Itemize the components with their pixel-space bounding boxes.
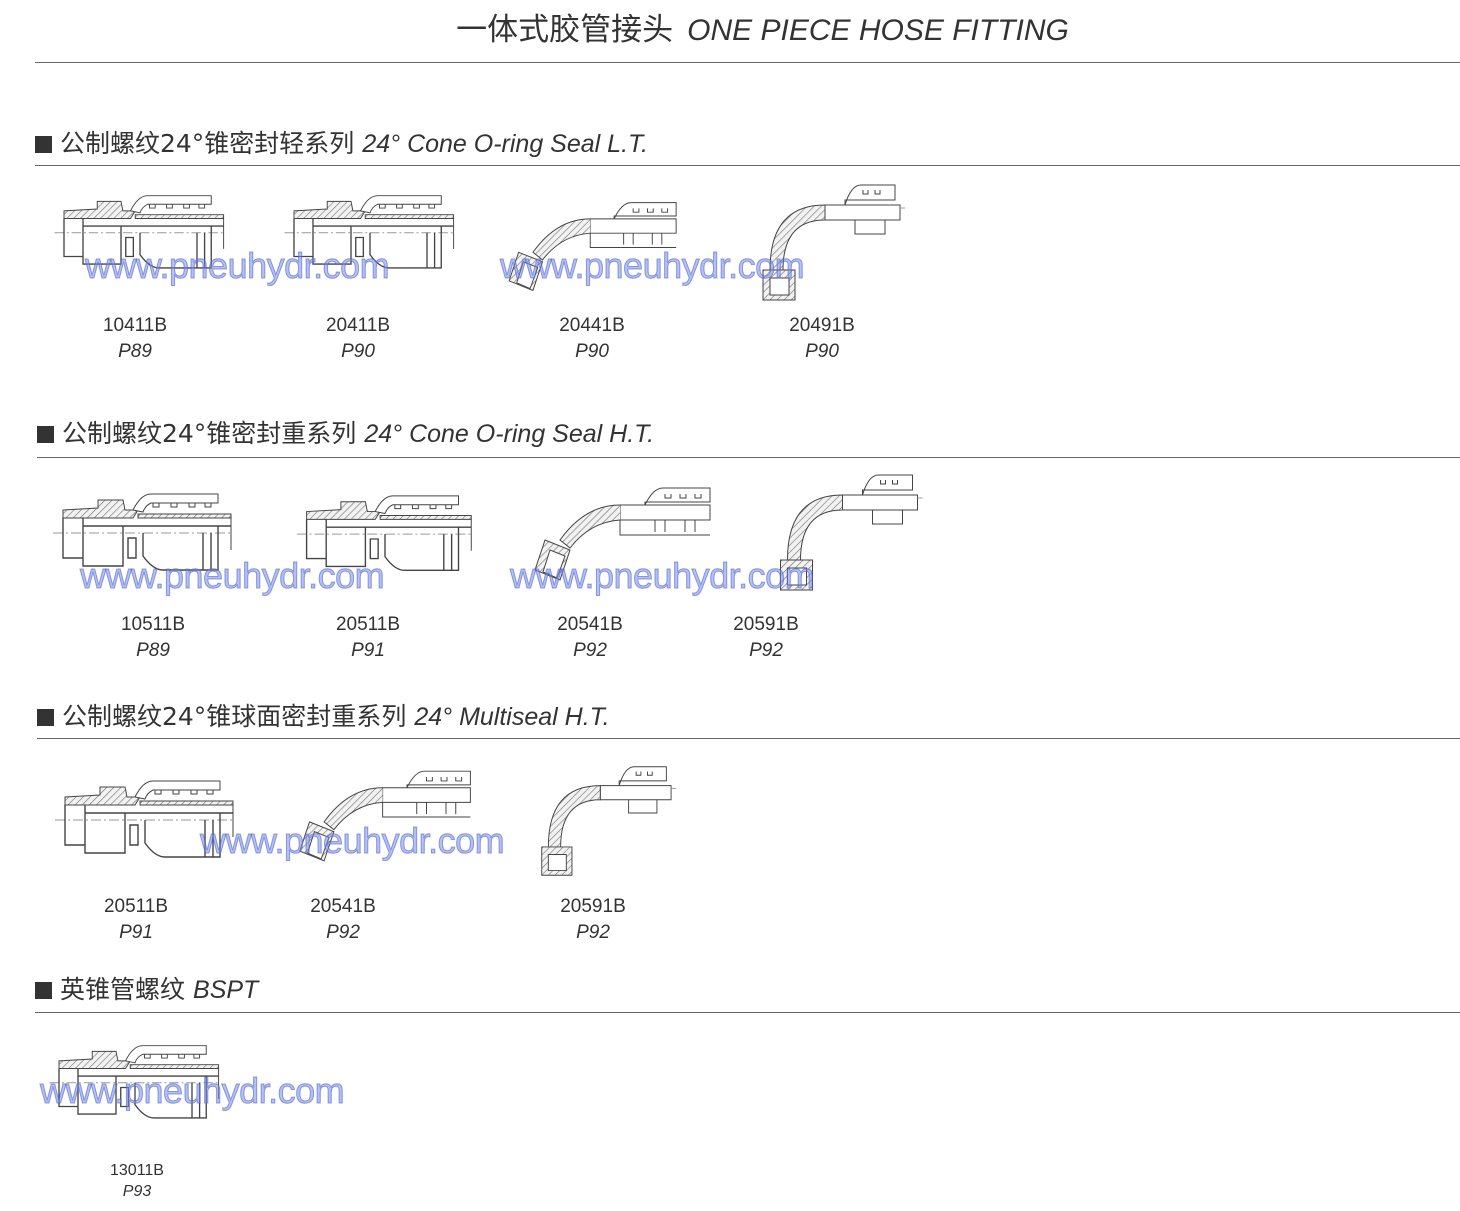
watermark: www.pneuhydr.com (84, 245, 390, 287)
page-ref: P90 (341, 341, 375, 362)
page-ref: P90 (805, 341, 839, 362)
product-code: 20411B (325, 315, 391, 336)
section-cn: 公制螺纹24°锥密封重系列 (62, 419, 357, 448)
watermark: www.pneuhydr.com (199, 820, 505, 862)
product-code: 10511B (120, 614, 186, 635)
product-code: 20511B (103, 896, 169, 917)
product-code: 20491B (789, 315, 855, 336)
page-ref: P92 (749, 640, 783, 661)
product-code: 20511B (335, 614, 401, 635)
page-ref: P91 (351, 640, 385, 661)
product-code: 20541B (310, 896, 376, 917)
section-cn: 英锥管螺纹 (60, 975, 186, 1004)
page-ref: P90 (575, 341, 609, 362)
section-divider (37, 457, 1460, 458)
page-ref: P91 (119, 922, 153, 943)
product-code: 20541B (557, 614, 623, 635)
product-label: 20511B P91 (56, 896, 216, 944)
section-en: 24° Multiseal H.T. (414, 703, 610, 731)
page-ref: P93 (122, 1183, 152, 1200)
section-divider (35, 1012, 1460, 1013)
product-code: 13011B (110, 1162, 164, 1179)
section-divider (35, 165, 1460, 166)
product-label: 20411B P90 (278, 315, 438, 363)
page-title: 一体式胶管接头 ONE PIECE HOSE FITTING (0, 4, 1460, 49)
product-label: 20511B P91 (288, 614, 448, 662)
product-label: 20491B P90 (742, 315, 902, 363)
section-cn: 公制螺纹24°锥密封轻系列 (60, 129, 355, 158)
watermark: www.pneuhydr.com (79, 555, 385, 597)
product-code: 20591B (733, 614, 799, 635)
page-ref: P92 (573, 640, 607, 661)
title-cn: 一体式胶管接头 (456, 12, 674, 48)
product-label: 20541B P92 (263, 896, 423, 944)
square-bullet-icon (35, 136, 52, 153)
product-label: 20591B P92 (513, 896, 673, 944)
watermark: www.pneuhydr.com (499, 245, 805, 287)
page-ref: P89 (136, 640, 170, 661)
square-bullet-icon (37, 426, 54, 443)
product-code: 20591B (560, 896, 626, 917)
product-code: 10411B (102, 315, 168, 336)
product-label: 10411B P89 (55, 315, 215, 363)
product-label: 10511B P89 (73, 614, 233, 662)
section-divider (37, 738, 1460, 739)
square-bullet-icon (35, 982, 52, 999)
product-label: 13011B P93 (57, 1162, 217, 1201)
section-en: 24° Cone O-ring Seal L.T. (362, 130, 648, 158)
product-code: 20441B (559, 315, 625, 336)
page-ref: P92 (576, 922, 610, 943)
page-ref: P89 (118, 341, 152, 362)
title-en: ONE PIECE HOSE FITTING (687, 14, 1069, 47)
section-cn: 公制螺纹24°锥球面密封重系列 (62, 702, 407, 731)
square-bullet-icon (37, 709, 54, 726)
page-ref: P92 (326, 922, 360, 943)
section-en: BSPT (193, 976, 259, 1004)
section-en: 24° Cone O-ring Seal H.T. (364, 420, 655, 448)
title-divider (35, 62, 1460, 63)
elbow-90-fitting-drawing (530, 762, 680, 880)
product-label: 20541B P92 (510, 614, 670, 662)
watermark: www.pneuhydr.com (509, 555, 815, 597)
product-label: 20441B P90 (512, 315, 672, 363)
product-label: 20591B P92 (686, 614, 846, 662)
watermark: www.pneuhydr.com (39, 1070, 345, 1112)
